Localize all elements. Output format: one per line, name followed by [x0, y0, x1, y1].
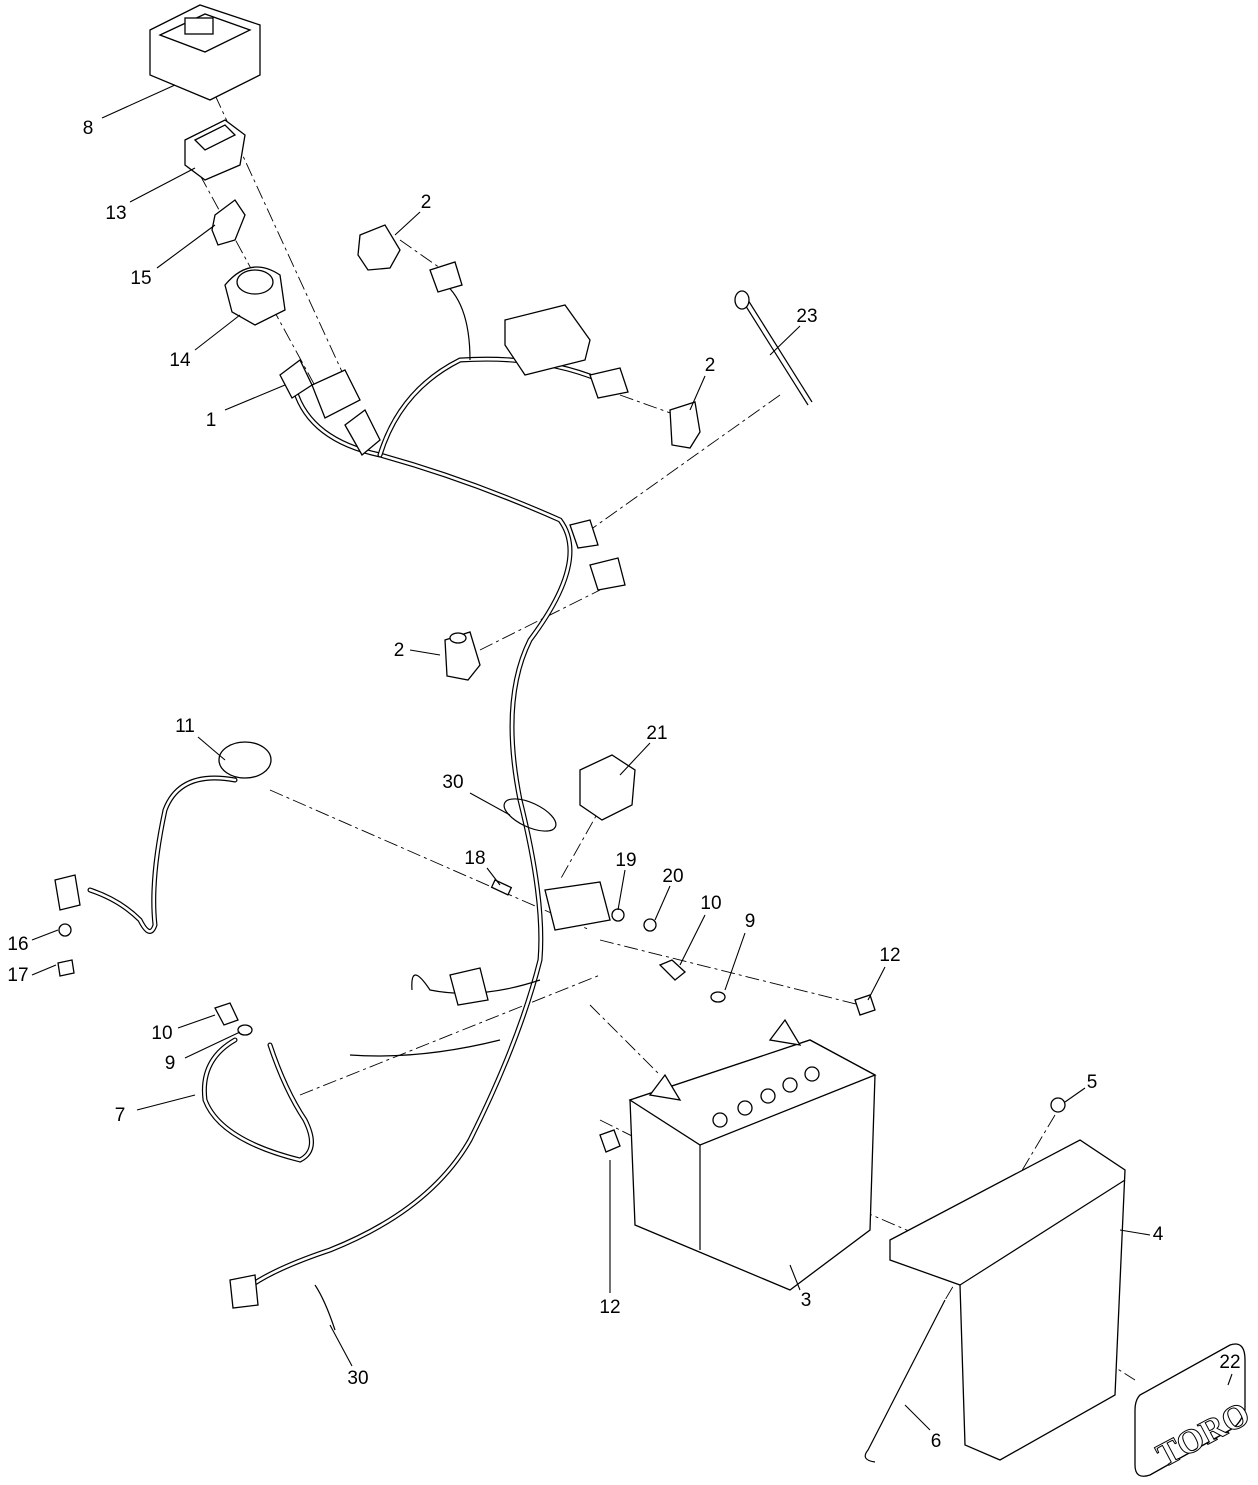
callout-17: 17 [7, 965, 28, 986]
leader-line [197, 736, 226, 761]
callout-9: 9 [165, 1053, 176, 1074]
leader-line [184, 1031, 241, 1059]
leader-line [1064, 1087, 1086, 1103]
wire-harness-1 [229, 261, 629, 1309]
callout-2: 2 [421, 192, 432, 213]
leader-line [617, 869, 626, 911]
plug-15 [211, 199, 246, 246]
callout-10: 10 [151, 1023, 172, 1044]
key-switch-14 [224, 266, 286, 326]
battery-bracket-4 [889, 1139, 1126, 1461]
callout-7: 7 [115, 1105, 126, 1126]
relay-21 [579, 754, 636, 821]
leader-line [689, 375, 706, 411]
callout-13: 13 [105, 203, 126, 224]
callout-1: 1 [206, 410, 217, 431]
callout-19: 19 [615, 850, 636, 871]
cable-tie-30 [314, 798, 557, 1331]
leader-line [904, 1404, 931, 1431]
callout-22: 22 [1219, 1352, 1240, 1373]
cable-7 [201, 1037, 314, 1163]
leader-line [329, 1324, 353, 1367]
leader-line [724, 932, 746, 991]
leader-line [769, 325, 801, 356]
callout-9: 9 [745, 911, 756, 932]
leader-line [1119, 1229, 1151, 1236]
callout-16: 16 [7, 934, 28, 955]
leader-line [156, 224, 216, 269]
leader-line [394, 211, 421, 236]
hour-meter-8 [149, 4, 261, 101]
leader-line [224, 384, 286, 411]
leader-line [867, 966, 886, 1001]
leader-line [619, 742, 651, 776]
leader-line [1227, 1373, 1233, 1386]
callout-23: 23 [796, 306, 817, 327]
callout-14: 14 [169, 350, 191, 371]
leader-line [101, 84, 176, 119]
leader-line [129, 167, 196, 203]
callout-3: 3 [801, 1290, 812, 1311]
cable-11 [54, 741, 272, 934]
rod-6 [864, 1299, 946, 1463]
leader-line [679, 914, 706, 966]
leader-line [177, 1014, 216, 1029]
callout-20: 20 [662, 866, 683, 887]
switch-13 [184, 119, 246, 181]
callout-30: 30 [347, 1368, 368, 1389]
callout-30: 30 [442, 772, 463, 793]
leader-line [409, 649, 441, 656]
callout-15: 15 [130, 268, 151, 289]
callout-12: 12 [599, 1297, 620, 1318]
callout-18: 18 [464, 848, 485, 869]
battery-3 [628, 1018, 877, 1291]
callout-5: 5 [1087, 1072, 1098, 1093]
leader-line [136, 1094, 196, 1111]
leader-line [486, 867, 501, 886]
seat-switches-2 [357, 224, 701, 681]
callout-6: 6 [931, 1431, 942, 1452]
callout-21: 21 [646, 723, 667, 744]
callout-10: 10 [700, 893, 721, 914]
leader-line [469, 792, 511, 816]
callout-11: 11 [175, 716, 195, 737]
leader-line [789, 1264, 801, 1291]
fuse-holder-23 [734, 290, 813, 406]
leader-line [654, 885, 671, 921]
callout-8: 8 [83, 118, 94, 139]
callout-12: 12 [879, 945, 900, 966]
callout-4: 4 [1153, 1224, 1164, 1245]
leader-line [31, 964, 57, 976]
small-hardware [57, 879, 1066, 1153]
leader-line [31, 929, 59, 941]
callout-2: 2 [705, 355, 716, 376]
leader-line [194, 314, 241, 351]
callout-2: 2 [394, 640, 405, 661]
